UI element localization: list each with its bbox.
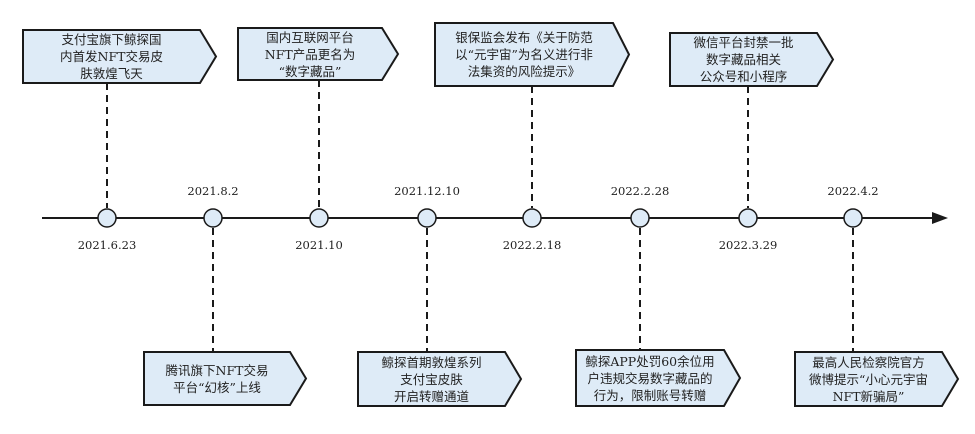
timeline-node xyxy=(738,208,758,228)
event-box-shape xyxy=(143,351,308,406)
axis-arrow-icon xyxy=(932,212,948,224)
event-date: 2022.3.29 xyxy=(718,238,778,252)
event-date: 2022.2.28 xyxy=(610,184,670,198)
event-date: 2021.8.2 xyxy=(187,184,239,198)
event-description: 微信平台封禁一批 数字藏品相关 公众号和小程序 xyxy=(693,35,794,84)
timeline-node xyxy=(417,208,437,228)
timeline-node xyxy=(522,208,542,228)
timeline-node xyxy=(843,208,863,228)
event-description: 鲸探首期敦煌系列 支付宝皮肤 开启转赠通道 xyxy=(381,354,482,404)
event-description: 银保监会发布《关于防范 以“元宇宙”为名义进行非 法集资的风险提示》 xyxy=(455,30,593,79)
event-description: 国内互联网平台 NFT产品更名为 “数字藏品” xyxy=(264,29,356,79)
event-box-shape xyxy=(669,32,835,87)
event-date: 2022.2.18 xyxy=(502,238,562,252)
event-date: 2021.6.23 xyxy=(77,238,137,252)
event-date: 2021.10 xyxy=(295,238,343,252)
event-description: 腾讯旗下NFT交易 平台“幻核”上线 xyxy=(165,362,269,395)
event-date: 2022.4.2 xyxy=(827,184,879,198)
event-box-shape xyxy=(434,22,631,87)
timeline-node xyxy=(203,208,223,228)
event-box-shape xyxy=(794,351,960,407)
timeline-node xyxy=(97,208,117,228)
event-description: 支付宝旗下鲸探国 内首发NFT交易皮 肤敦煌飞天 xyxy=(60,32,163,81)
event-description: 最高人民检察院官方 微博提示“小心元宇宙 NFT新骗局” xyxy=(809,354,928,404)
event-box-shape xyxy=(575,349,742,407)
timeline-node xyxy=(309,208,329,228)
timeline-node xyxy=(630,208,650,228)
event-box-shape xyxy=(237,27,400,81)
event-box-shape xyxy=(357,351,523,407)
event-date: 2021.12.10 xyxy=(394,184,460,198)
event-description: 鲸探APP处罚60余位用 户违规交易数字藏品的 行为，限制账号转赠 xyxy=(585,353,715,403)
event-box-shape xyxy=(22,29,218,84)
